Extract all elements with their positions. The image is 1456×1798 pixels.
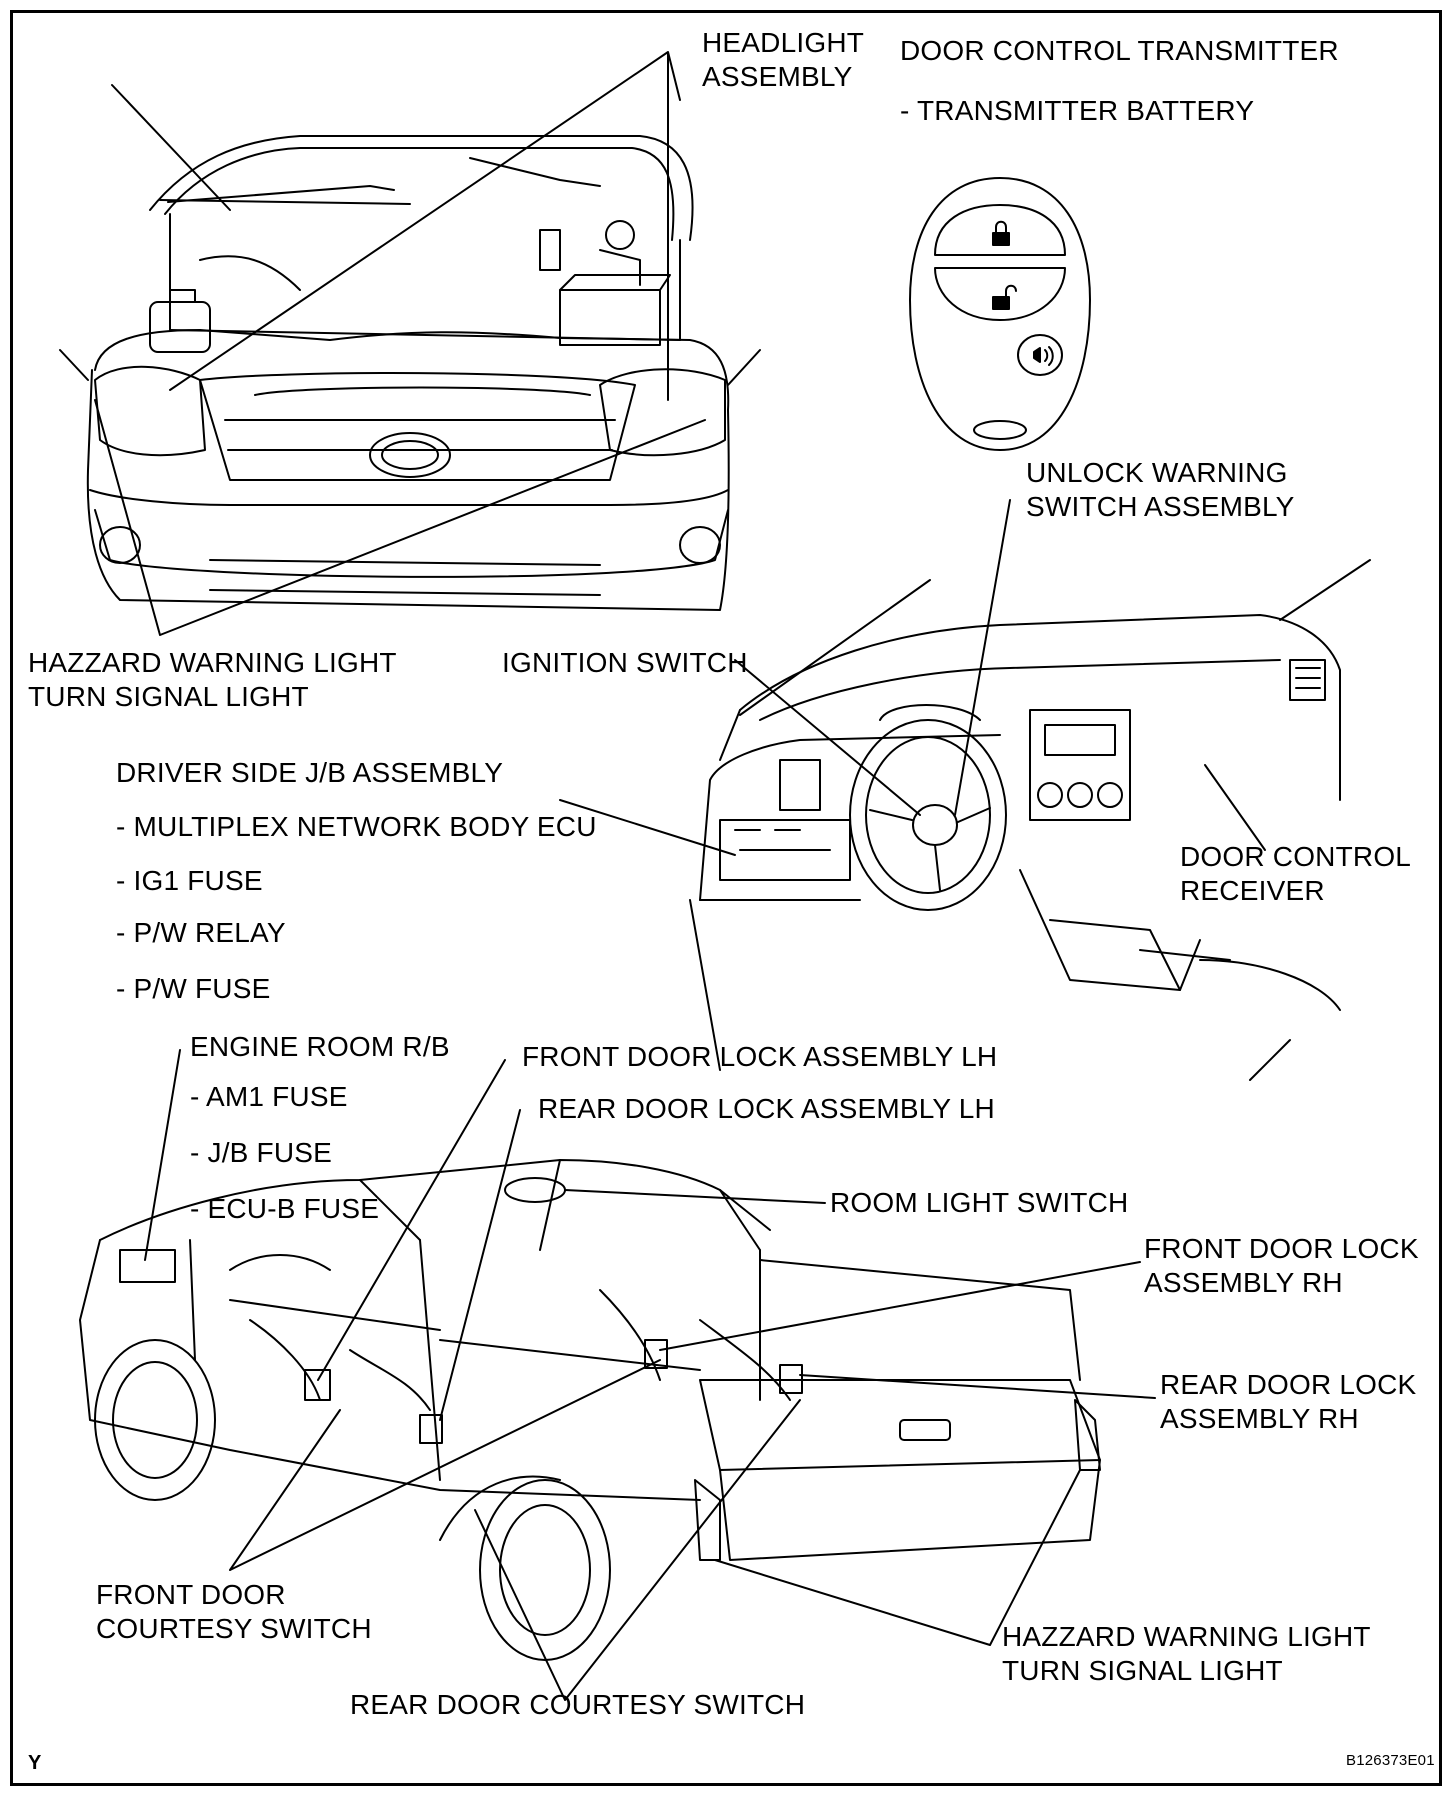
unlock-warning-line2: SWITCH ASSEMBLY xyxy=(1026,491,1295,522)
door-receiver-line1: DOOR CONTROL xyxy=(1180,841,1412,872)
driver-jb-label: DRIVER SIDE J/B ASSEMBLY xyxy=(116,757,504,788)
dashboard-view xyxy=(699,559,1371,1081)
transmitter-label: DOOR CONTROL TRANSMITTER xyxy=(900,35,1339,66)
figure-code: B126373E01 xyxy=(1346,1752,1435,1769)
unlock-warning-label: UNLOCK WARNING SWITCH ASSEMBLY xyxy=(1026,456,1295,524)
front-lock-rh-label: FRONT DOOR LOCK ASSEMBLY RH xyxy=(1144,1232,1419,1300)
rear-lock-rh-label: REAR DOOR LOCK ASSEMBLY RH xyxy=(1160,1368,1416,1436)
truck-side-view xyxy=(79,1159,1101,1661)
front-lock-rh-line2: ASSEMBLY RH xyxy=(1144,1267,1343,1298)
rear-lock-rh-line1: REAR DOOR LOCK xyxy=(1160,1369,1417,1400)
headlight-label-line2: ASSEMBLY xyxy=(702,61,853,92)
engine-rb-item: - J/B FUSE xyxy=(190,1137,333,1168)
headlight-label: HEADLIGHT ASSEMBLY xyxy=(702,26,864,94)
leader-lines xyxy=(94,51,1266,1701)
hazard-rear-label: HAZZARD WARNING LIGHT TURN SIGNAL LIGHT xyxy=(1002,1620,1371,1688)
driver-jb-item: - P/W FUSE xyxy=(116,973,271,1004)
room-light-label: ROOM LIGHT SWITCH xyxy=(830,1187,1129,1218)
front-lock-rh-line1: FRONT DOOR LOCK xyxy=(1144,1233,1419,1264)
hazard-front-label: HAZZARD WARNING LIGHT TURN SIGNAL LIGHT xyxy=(28,646,397,714)
driver-jb-item: - IG1 FUSE xyxy=(116,865,263,896)
panic-icon xyxy=(1033,346,1054,366)
hazard-front-line1: HAZZARD WARNING LIGHT xyxy=(28,647,397,678)
door-receiver-line2: RECEIVER xyxy=(1180,875,1325,906)
hazard-rear-line2: TURN SIGNAL LIGHT xyxy=(1002,1655,1283,1686)
ignition-switch-label: IGNITION SWITCH xyxy=(502,647,748,678)
engine-rb-item: - AM1 FUSE xyxy=(190,1081,348,1112)
door-receiver-label: DOOR CONTROL RECEIVER xyxy=(1180,840,1411,908)
front-lock-lh-label: FRONT DOOR LOCK ASSEMBLY LH xyxy=(522,1041,998,1072)
lock-icon xyxy=(992,220,1010,246)
rear-lock-rh-line2: ASSEMBLY RH xyxy=(1160,1403,1359,1434)
engine-rb-label: ENGINE ROOM R/B xyxy=(190,1031,450,1062)
figure-frame xyxy=(10,10,1442,1786)
hazard-rear-line1: HAZZARD WARNING LIGHT xyxy=(1002,1621,1371,1652)
rear-lock-lh-label: REAR DOOR LOCK ASSEMBLY LH xyxy=(538,1093,995,1124)
door-control-transmitter-drawing xyxy=(909,177,1091,451)
corner-mark: Y xyxy=(28,1752,42,1774)
headlight-label-line1: HEADLIGHT xyxy=(702,27,865,58)
hazard-front-line2: TURN SIGNAL LIGHT xyxy=(28,681,309,712)
front-courtesy-line2: COURTESY SWITCH xyxy=(96,1613,372,1644)
unlock-warning-line1: UNLOCK WARNING xyxy=(1026,457,1288,488)
transmitter-battery-label: - TRANSMITTER BATTERY xyxy=(900,95,1255,126)
front-courtesy-line1: FRONT DOOR xyxy=(96,1579,286,1610)
driver-jb-item: - MULTIPLEX NETWORK BODY ECU xyxy=(116,811,597,842)
truck-front-view xyxy=(59,135,761,611)
unlock-icon xyxy=(992,284,1017,310)
engine-rb-item: - ECU-B FUSE xyxy=(190,1193,380,1224)
front-courtesy-label: FRONT DOOR COURTESY SWITCH xyxy=(96,1578,372,1646)
rear-courtesy-label: REAR DOOR COURTESY SWITCH xyxy=(350,1689,806,1720)
driver-jb-item: - P/W RELAY xyxy=(116,917,286,948)
